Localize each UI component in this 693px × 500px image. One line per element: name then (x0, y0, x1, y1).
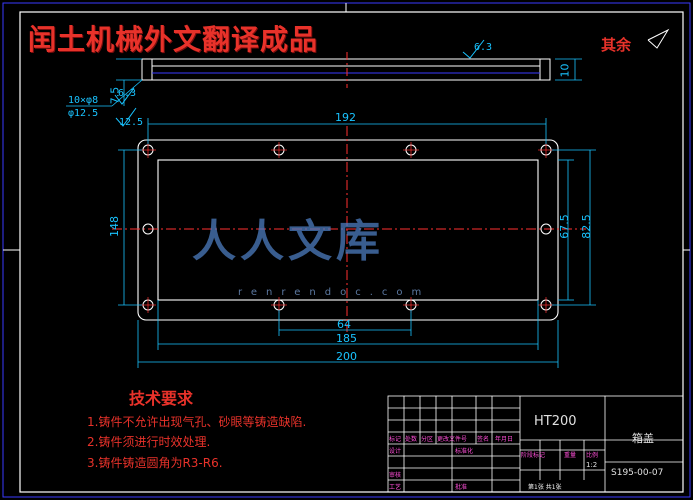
watermark-url: renrendoc.com (238, 287, 431, 298)
drawing-frame (19, 11, 684, 493)
tb-label-scale: 比例 (586, 452, 599, 459)
tb-label-process: 工艺 (389, 484, 402, 491)
hole-callout-count: 10×φ8 (68, 95, 99, 106)
bolt-hole (142, 223, 154, 235)
dimension-148: 148 (108, 216, 121, 237)
dimension-192: 192 (335, 111, 356, 124)
roughness-value-left: 6.3 (118, 88, 137, 99)
roughness-value-left2: 12.5 (119, 117, 144, 128)
dimension-185: 185 (336, 332, 357, 345)
tb-label-date: 年月日 (495, 436, 514, 443)
roughness-symbol-other (647, 28, 670, 49)
drawing-number: S195-00-07 (611, 468, 664, 478)
title-block (387, 395, 684, 493)
roughness-symbol-left2 (115, 107, 137, 127)
top-view (137, 139, 559, 321)
dimension-64: 64 (337, 318, 351, 331)
requirement-item-3: 3.铸件铸造圆角为R3-R6. (87, 456, 223, 470)
tb-label-change-doc: 更改文件号 (437, 436, 468, 443)
dimension-200: 200 (336, 350, 357, 363)
requirement-item-2: 2.铸件须进行时效处理. (87, 435, 211, 449)
hole-callout-diameter: φ12.5 (68, 108, 99, 119)
requirements-title: 技术要求 (129, 389, 194, 408)
tb-label-standard: 标准化 (455, 448, 474, 455)
watermark-text: 人人文库 (192, 216, 384, 267)
dimension-82-5: 82.5 (579, 214, 593, 239)
tb-label-mark: 标记 (389, 436, 402, 443)
requirement-item-1: 1.铸件不允许出现气孔、砂眼等铸造缺陷. (87, 415, 307, 429)
tb-label-weight: 重量 (564, 452, 577, 459)
roughness-symbol-top (462, 39, 485, 59)
bolt-hole (540, 223, 552, 235)
tb-label-review: 审核 (389, 472, 402, 479)
tb-label-signature: 签名 (477, 436, 490, 443)
side-view (141, 58, 551, 81)
dimension-lines (118, 118, 596, 368)
dimension-7-5: 7.5 (108, 86, 122, 105)
dimension-67-5: 67.5 (557, 214, 571, 239)
tb-label-count: 处数 (405, 436, 418, 443)
scale-value: 1:2 (586, 461, 598, 469)
tb-label-stage: 阶段标记 (521, 452, 546, 459)
roughness-symbol-left (114, 87, 135, 105)
dimension-10: 10 (558, 63, 572, 78)
sheet-count: 第1张 共1张 (528, 484, 562, 491)
tb-label-zone: 分区 (421, 436, 434, 443)
material-label: HT200 (534, 414, 577, 429)
tb-label-design: 设计 (389, 448, 402, 455)
surface-finish-note: 其余 (601, 36, 632, 54)
part-name: 箱盖 (632, 432, 654, 445)
banner-title: 闰土机械外文翻译成品 (28, 23, 319, 56)
roughness-value-top: 6.3 (474, 42, 493, 53)
tb-label-approve: 批准 (455, 484, 468, 491)
